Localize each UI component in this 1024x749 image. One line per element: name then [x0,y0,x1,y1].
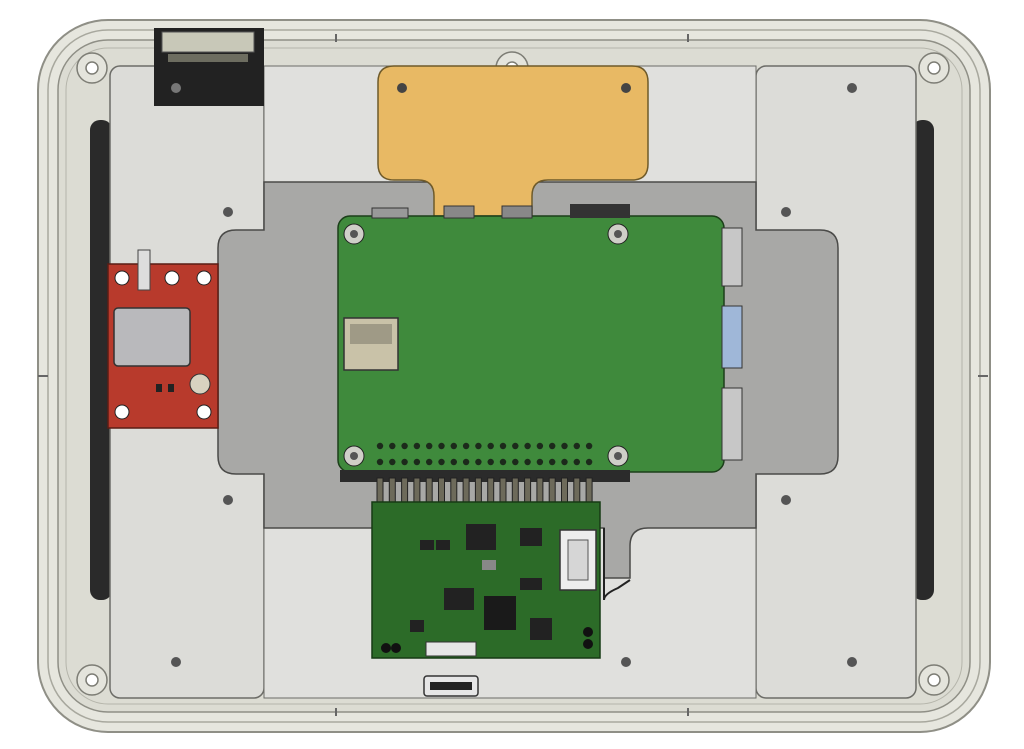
gpio-pin [561,458,568,466]
gpio-pin [585,458,593,466]
gpio-pin [401,442,408,450]
gpio-pin [499,458,507,466]
gpio-pin [487,442,494,450]
header-pin [425,477,433,505]
gpio-pin [573,442,580,450]
gpio-pin [450,458,457,466]
header-pin [388,477,396,505]
gpio-pin [376,442,384,450]
gpio-pin [426,458,433,466]
jst-connector [559,529,597,591]
gpio-pin [573,458,580,466]
header-pin [536,477,544,505]
gpio-pin [561,442,568,450]
gpio-pin [524,458,531,466]
gpio-pin [438,458,445,466]
gpio-pin [536,442,544,450]
gpio-pin [401,458,408,466]
vent-slots [90,120,934,600]
gpio-pin-header [376,442,593,505]
gpio-pin [450,442,457,450]
gold-bracket [377,65,649,217]
gpio-pin [487,458,494,466]
gpio-pin [426,442,433,450]
header-pin [413,477,421,505]
gpio-pin [499,442,507,450]
main-pcb [337,204,725,482]
gpio-pin [462,442,470,450]
sd-card-slot [343,317,399,371]
gpio-pin [389,458,396,466]
gpio-pin [536,458,544,466]
gpio-pin [524,442,531,450]
edge-marks [38,34,988,716]
header-pin [401,477,409,505]
gpio-pin [413,458,421,466]
gpio-pin [475,458,482,466]
header-pin [511,477,519,505]
header-pin [376,477,384,505]
header-pin [487,477,495,505]
red-sensor-module [107,249,219,429]
header-pin [548,477,556,505]
header-pin [499,477,507,505]
header-pin [462,477,470,505]
gpio-pin [438,442,445,450]
header-pin [573,477,581,505]
gpio-pin [413,442,421,450]
gpio-pin [376,458,384,466]
top-clip-bracket [154,28,264,106]
gpio-pin [549,442,556,450]
gpio-pin [512,442,519,450]
header-pin [585,477,593,505]
gpio-pin [389,442,396,450]
header-pin [450,477,458,505]
header-pin [524,477,532,505]
usb-port-stack [721,227,743,461]
gpio-pin [475,442,482,450]
header-pin [561,477,568,505]
gpio-pin [462,458,470,466]
gpio-pin [549,458,556,466]
header-pin [438,477,445,505]
gpio-pin [512,458,519,466]
gpio-pin [585,442,593,450]
ffc-connector [423,641,479,697]
header-pin [474,477,482,505]
